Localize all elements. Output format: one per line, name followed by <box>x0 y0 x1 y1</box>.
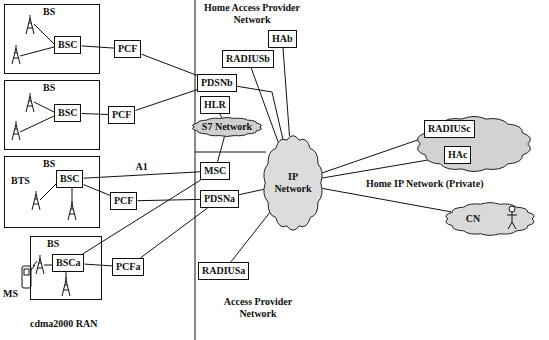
network-element-box: HAb <box>268 30 297 48</box>
node-label: BS <box>47 238 59 250</box>
phone-screen <box>24 269 29 275</box>
network-link <box>231 212 271 262</box>
node-label: PCF <box>118 43 137 55</box>
network-link <box>142 54 198 75</box>
antenna-wire <box>40 184 56 200</box>
network-element-box: HAc <box>444 146 471 164</box>
node-label: HAc <box>448 149 467 161</box>
node-label: BS <box>43 82 55 94</box>
base-station-box: BS BSC <box>4 4 100 74</box>
antenna-symbol <box>12 45 20 64</box>
network-link <box>321 138 424 174</box>
network-link <box>239 189 265 195</box>
region-label: Access Provider Network <box>210 296 306 320</box>
network-element-box: RADIUSa <box>198 262 249 280</box>
network-link <box>321 188 451 212</box>
cloud-outline <box>193 118 262 137</box>
region-label: Home Access Provider Network <box>202 2 302 26</box>
node-label: BS <box>43 158 55 170</box>
cloud-outline <box>264 136 322 231</box>
cloud-shape <box>440 200 540 238</box>
network-link <box>82 46 115 48</box>
antenna-wire <box>20 47 54 56</box>
node-label: PCF <box>114 195 133 207</box>
node-label: HAb <box>272 33 293 45</box>
network-element-box: HLR <box>200 96 230 114</box>
network-element-box: PCF <box>108 106 135 124</box>
node-label: RADIUSb <box>226 53 270 65</box>
antenna-wire <box>72 188 73 204</box>
base-station-box: BS BSC <box>4 80 100 150</box>
node-label: MSC <box>204 165 226 177</box>
node-label: PDSNa <box>204 193 235 205</box>
network-link <box>83 180 201 254</box>
base-station-box: BS BSCa <box>30 236 102 300</box>
antenna-symbol <box>36 255 44 274</box>
antenna-wire <box>34 102 54 112</box>
network-element-box: PCFa <box>112 258 144 276</box>
node-label: BS <box>43 6 55 18</box>
antenna-wire <box>44 265 52 266</box>
interface-label: A1 <box>135 161 149 173</box>
antenna-wire <box>20 116 54 132</box>
network-element-box: PDSNa <box>200 190 239 208</box>
network-cloud: IP Network <box>260 128 326 238</box>
network-element-box: RADIUSb <box>222 50 274 68</box>
region-divider <box>195 152 266 153</box>
node-label: PCF <box>112 109 131 121</box>
node-label: HLR <box>204 99 226 111</box>
node-label: PDSNb <box>201 77 233 89</box>
node-label: PCFa <box>116 261 140 273</box>
node-label: BSC <box>58 39 77 51</box>
network-link <box>283 48 290 136</box>
network-cloud: Home IP Network (Private)RADIUScHAc <box>410 112 538 176</box>
network-element-box: RADIUSc <box>424 120 475 138</box>
network-link <box>84 185 111 196</box>
node-label: BSC <box>60 173 79 185</box>
network-link <box>218 136 225 162</box>
node-label: CN <box>466 213 480 225</box>
antenna-symbol <box>12 121 20 140</box>
network-cloud: S7 Network <box>188 116 266 138</box>
antenna-wire <box>66 272 67 280</box>
node-label: BTS <box>11 175 30 187</box>
network-element-box: PCF <box>110 192 137 210</box>
network-element-box: BSC <box>54 36 81 54</box>
node-label: Home IP Network (Private) <box>366 178 483 190</box>
network-link <box>85 264 113 266</box>
antenna-symbol <box>26 93 34 112</box>
person-body <box>507 212 517 229</box>
network-link <box>136 90 198 111</box>
network-link <box>140 208 207 258</box>
network-element-box: BSCa <box>52 254 84 272</box>
network-element-box: BSC <box>56 170 83 188</box>
network-cloud: CN <box>440 200 540 238</box>
node-label: RADIUSa <box>202 265 245 277</box>
antenna-wire <box>34 24 54 44</box>
cloud-outline <box>446 203 534 236</box>
node-label: RADIUSc <box>428 123 471 135</box>
person-head <box>509 206 515 212</box>
region-label: cdma2000 RAN <box>30 318 98 330</box>
network-element-box: MSC <box>200 162 230 180</box>
network-element-box: BSC <box>54 104 81 122</box>
node-label: BSCa <box>56 257 80 269</box>
network-element-box: PDSNb <box>197 74 237 92</box>
antenna-symbol <box>26 15 34 34</box>
network-element-box: PCF <box>114 40 141 58</box>
device-label: MS <box>3 288 18 300</box>
cloud-outline <box>418 116 531 171</box>
antenna-symbol <box>32 191 40 210</box>
node-label: S7 Network <box>202 121 252 133</box>
radio-link <box>31 261 37 270</box>
node-label: IP Network <box>270 171 316 195</box>
network-link <box>321 157 444 178</box>
region-divider <box>195 0 196 340</box>
node-label: BSC <box>58 107 77 119</box>
network-link <box>82 114 109 115</box>
network-link <box>220 114 222 118</box>
base-station-box: BS BTS BSC <box>4 156 100 228</box>
